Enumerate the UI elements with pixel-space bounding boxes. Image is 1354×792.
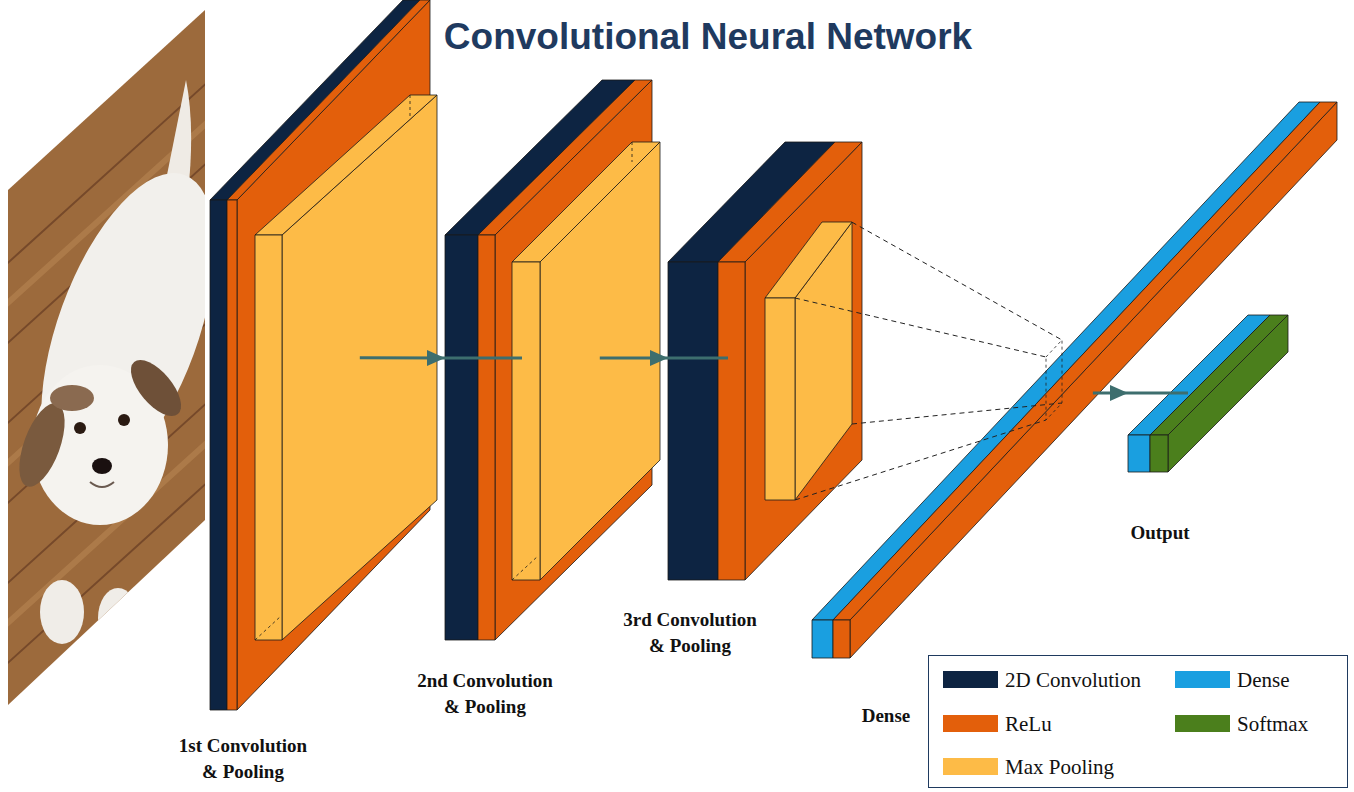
layer-caption: 2nd Convolution & Pooling (414, 668, 556, 719)
layer-block: Dense (812, 102, 1337, 658)
layer-caption: Output (1100, 520, 1220, 546)
dense-slab (1128, 435, 1150, 472)
legend-swatch (1175, 715, 1230, 732)
relu-slab (718, 262, 745, 580)
pool-slab (255, 235, 282, 640)
legend-box: 2D Convolution DenseReLu SoftmaxMax Poolin… (928, 655, 1348, 788)
projection-region (1046, 340, 1062, 420)
dense-slab (1128, 315, 1270, 435)
connector (360, 350, 522, 366)
output-block (1128, 315, 1288, 472)
relu-slab (478, 235, 495, 640)
pool-slab (512, 142, 660, 262)
layer-caption: 3rd Convolution & Pooling (619, 607, 761, 658)
dog-eye (118, 414, 130, 426)
arrow-head (650, 350, 668, 366)
dense-block (812, 102, 1337, 658)
dog-photo (0, 0, 250, 750)
legend-text: ReLu (1005, 713, 1052, 735)
arrow-head (1110, 385, 1128, 401)
connector (852, 222, 1062, 340)
projection-line (795, 298, 1062, 500)
legend-item: Max Pooling (943, 756, 1114, 778)
legend-text: 2D Convolution (1005, 669, 1141, 691)
legend-text: Dense (1237, 669, 1289, 691)
layer-block: Output (1128, 315, 1288, 472)
layer-label: 1st Convolution & Pooling (172, 733, 314, 784)
legend-swatch (943, 758, 998, 775)
relu-slab (850, 102, 1337, 658)
legend-item: Dense (1175, 669, 1289, 691)
connector (1093, 385, 1188, 401)
relu-slab (833, 620, 850, 658)
softmax-slab (1150, 435, 1168, 472)
pool-slab (282, 95, 437, 640)
diagram-title: Convolutional Neural Network (62, 16, 1354, 58)
dog-ear (122, 352, 190, 425)
dog-eye (74, 422, 86, 434)
layer-label: 2nd Convolution & Pooling (414, 668, 556, 719)
layer-label: 3rd Convolution & Pooling (619, 607, 761, 658)
relu-slab (227, 200, 237, 710)
pool-slab (765, 298, 795, 500)
conv-slab (445, 235, 478, 640)
dog-ear (10, 397, 74, 492)
conv-slab (210, 200, 227, 710)
conv-block-1 (210, 0, 437, 710)
connector-line (852, 222, 1062, 340)
layer-block: 3rd Convolution & Pooling (668, 142, 862, 580)
dog-nose (92, 458, 112, 474)
layer-caption: 1st Convolution & Pooling (172, 733, 314, 784)
dense-slab (812, 620, 833, 658)
dog-paw (98, 588, 138, 648)
hidden-edge (512, 142, 632, 580)
layer-label: Output (1100, 520, 1220, 546)
legend-swatch (943, 715, 998, 732)
dog-paw (40, 580, 84, 644)
softmax-slab (1150, 315, 1288, 435)
pool-slab (540, 142, 660, 580)
conv-block-3 (668, 142, 862, 580)
connector-line (1093, 391, 1188, 394)
conv-block-2 (445, 80, 660, 640)
legend-text: Max Pooling (1005, 756, 1114, 778)
relu-slab (833, 102, 1337, 620)
legend-item: 2D Convolution (943, 669, 1141, 691)
pool-slab (512, 262, 540, 580)
arrow-head (427, 350, 445, 366)
connector (600, 350, 728, 366)
pool-slab (765, 222, 852, 298)
dog-patch (50, 385, 94, 411)
legend-text: Softmax (1237, 713, 1308, 735)
conv-slab (668, 262, 718, 580)
hidden-edge (255, 95, 410, 640)
legend-item: ReLu (943, 713, 1052, 735)
connector-line (600, 356, 728, 359)
layer-block: 1st Convolution & Pooling (210, 0, 437, 710)
legend-item: Softmax (1175, 713, 1308, 735)
dog-mouth (90, 482, 114, 487)
layer-block: 2nd Convolution & Pooling (445, 80, 660, 640)
dense-slab (812, 102, 1320, 620)
legend-swatch (943, 671, 998, 688)
connector-line (360, 356, 522, 359)
legend-swatch (1175, 671, 1230, 688)
